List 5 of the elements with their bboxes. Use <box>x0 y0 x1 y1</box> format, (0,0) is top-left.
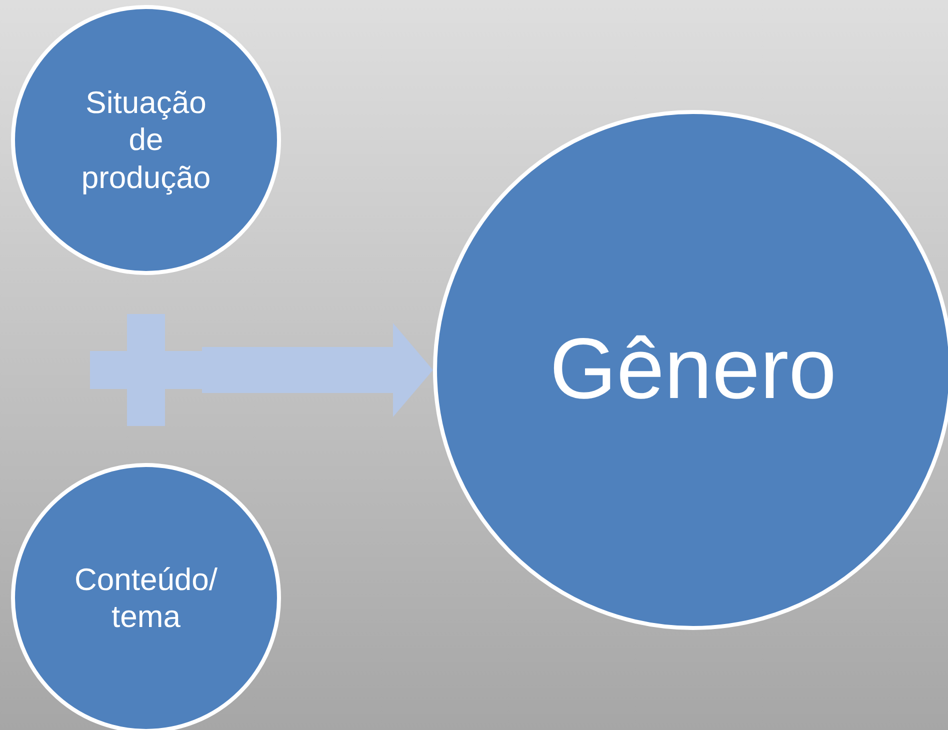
block-arrow <box>202 323 433 417</box>
node-label: Situação de produção <box>80 84 212 196</box>
node-label: Gênero <box>550 320 836 420</box>
plus-sign <box>90 314 202 426</box>
node-label: Conteúdo/ tema <box>73 560 219 636</box>
